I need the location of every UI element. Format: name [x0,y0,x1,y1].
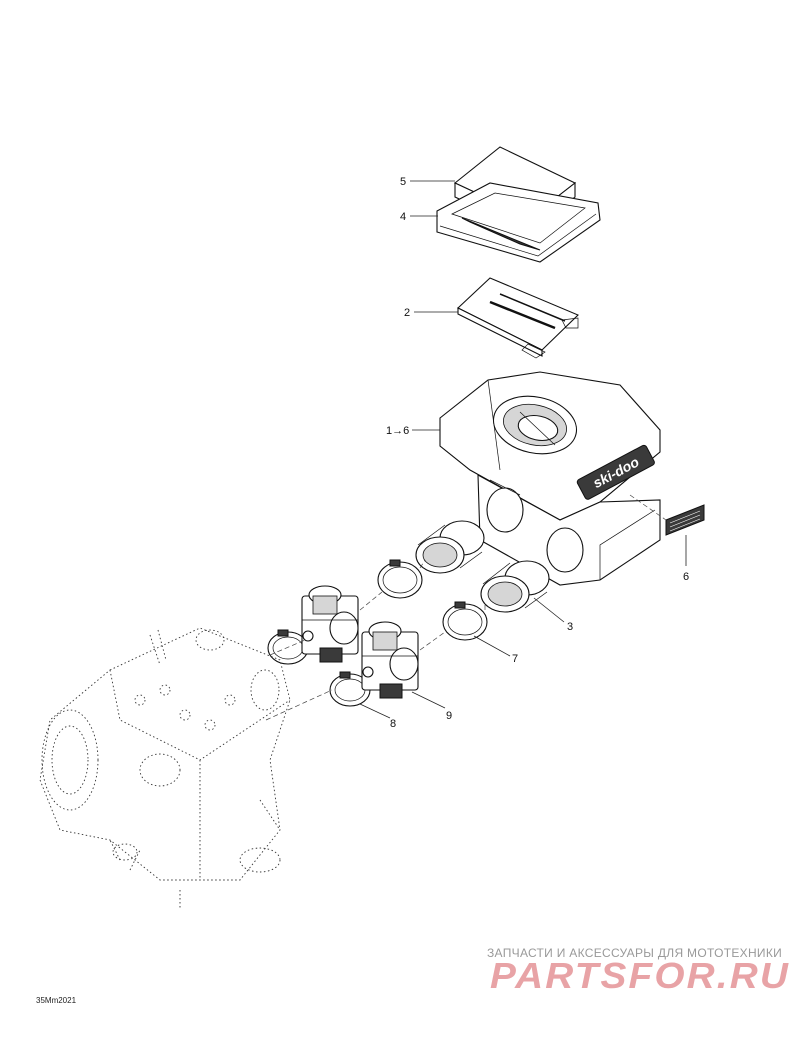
clamp-upper-right [442,601,488,641]
clamp-upper-left [377,559,423,599]
callout-3: 3 [567,621,573,633]
callout-9: 9 [446,710,452,722]
carburetor-left [301,585,359,663]
callout-1-6: 1→6 [386,425,409,437]
leader-lines [359,180,687,719]
callout-5: 5 [400,176,406,188]
callout-6: 6 [683,571,689,583]
callout-4: 4 [400,211,406,223]
airbox-part: ski-doo [439,371,661,586]
callout-8: 8 [390,718,396,730]
decal-part [629,494,705,536]
watermark-tagline: ЗАПЧАСТИ И АКСЕССУАРЫ ДЛЯ МОТОТЕХНИКИ [487,946,783,960]
clamp-lower-right [329,671,371,707]
callout-2: 2 [404,307,410,319]
watermark-logo: PARTSFOR.RU [490,956,790,996]
rubber-adaptor-lower [480,560,550,613]
filter-frame-part [436,182,601,263]
assembly-lines [265,559,486,721]
watermark-logo-text: PARTSFOR.RU [490,956,790,996]
callout-7: 7 [512,653,518,665]
engine-reference-outline [39,627,291,910]
diagram-code: 35Mm2021 [36,996,77,1005]
carburetor-right [361,621,419,699]
rubber-adaptor-upper [415,520,485,574]
callout-labels: 5 4 2 1→6 6 3 7 9 8 [386,176,689,730]
plate-part [457,277,579,359]
